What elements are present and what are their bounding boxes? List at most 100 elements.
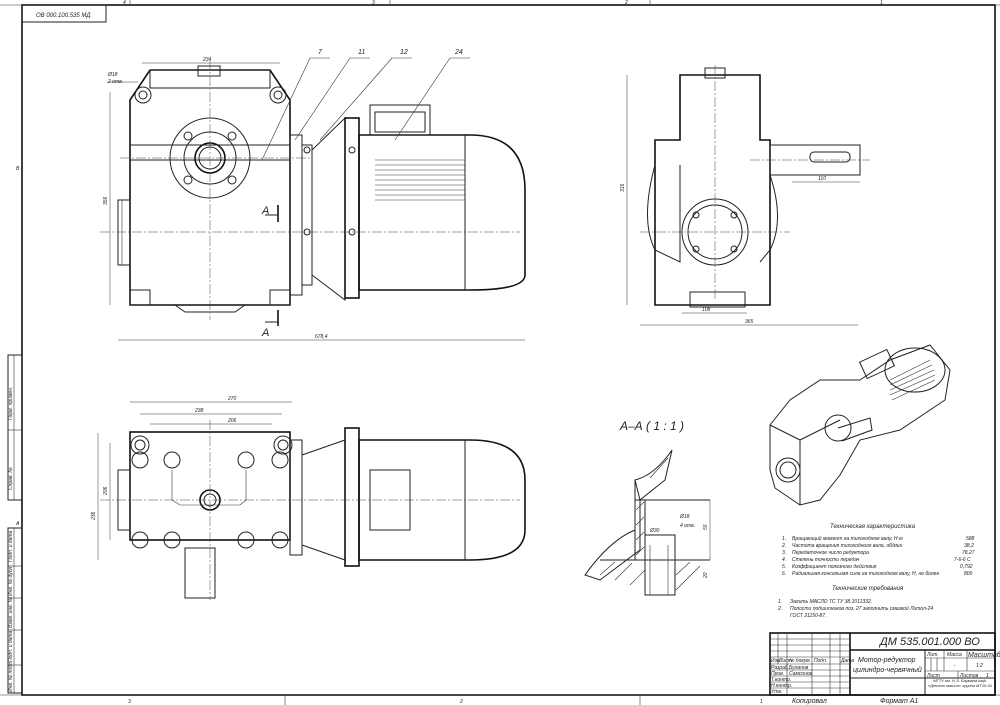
label-sheet-no: Лист xyxy=(926,673,940,679)
copied-label: Копировал xyxy=(792,698,827,705)
spec-num: 3. xyxy=(782,550,786,556)
dim-plan-h2: 236 xyxy=(91,511,97,521)
tech-specs-title: Техническая характеристика xyxy=(830,524,916,530)
scale-value: 1:2 xyxy=(976,663,983,669)
dim-front-width: 234 xyxy=(202,57,212,63)
spec-row: 3. Передаточное число редуктора 78,27 xyxy=(782,550,975,556)
req-num: 1. xyxy=(778,599,782,605)
side-strip-label: Перв. примен. xyxy=(8,387,14,420)
spec-label: Радиальная консольная сила на тихоходном… xyxy=(792,571,939,577)
dim-shaft-len: 110 xyxy=(818,176,826,182)
drawing-title-line2: цилиндро-червячный xyxy=(853,666,922,674)
title-block: Изм. Лист № докум. Подп. Дата Разраб. Бу… xyxy=(769,632,1000,696)
dim-plan-w2: 238 xyxy=(194,408,204,414)
spec-row: 2. Частота вращения тихоходного вала, об… xyxy=(781,543,974,549)
plan-dimensions: 270 238 206 206 236 xyxy=(91,396,292,560)
dim-side-height: 316 xyxy=(620,183,626,192)
dim-section-h2: 20 xyxy=(703,572,709,579)
tech-requirements: Технические требования 1. Залить МАСЛО Т… xyxy=(777,586,933,619)
label-ncontrol: Н.контр. xyxy=(771,683,792,689)
section-mark-a-top: A xyxy=(261,205,269,217)
spec-num: 6. xyxy=(782,571,786,577)
rotated-stamp-code: ОВ 000.100.535 МД xyxy=(36,13,91,19)
label-approved: Утв. xyxy=(771,689,782,695)
dim-section-d18: Ø18 xyxy=(679,514,690,520)
isometric-view xyxy=(769,344,951,506)
zone-label: 1 xyxy=(760,699,763,705)
dim-section-count: 4 отв. xyxy=(680,523,695,529)
dim-hole: Ø18 xyxy=(107,72,118,78)
spec-label: Степень точности передач xyxy=(792,557,860,563)
spec-num: 5. xyxy=(782,564,786,570)
req-text: ГОСТ 21150-87. xyxy=(790,613,826,619)
zone-label: 2 xyxy=(459,699,463,705)
zone-marks-bottom: 3 2 1 B A Копировал Формат А1 xyxy=(15,166,918,705)
zone-label: B xyxy=(16,166,20,172)
spec-label: Коэффициент полезного действия xyxy=(792,563,877,570)
front-dimensions: 234 Ø18 2 отв. 356 678,4 xyxy=(103,57,525,341)
side-strip-label: Взам. инв. № xyxy=(8,596,14,628)
label-sheets: Листов xyxy=(959,673,979,679)
stamp-code: ДМ 535.001.000 ВО xyxy=(878,636,980,648)
checker-name: Самсонов xyxy=(789,671,813,677)
organization: МГТУ им. Н.Э. Баумана каф. «Детали машин… xyxy=(927,679,993,688)
label-scale: Масштаб xyxy=(968,651,1000,659)
zone-label: 2 xyxy=(624,0,628,6)
dim-side-width: 365 xyxy=(745,319,754,325)
zone-marks-top: 4 3 2 1 xyxy=(123,0,883,6)
callout-label: 11 xyxy=(358,49,365,56)
side-strip-label: Инв. № дубл. xyxy=(8,565,14,596)
callout-label: 24 xyxy=(454,49,463,56)
section-view: Ø30 Ø18 4 отв. 55 20 xyxy=(584,449,711,596)
spec-value: 588 xyxy=(966,536,975,542)
dim-section-h: 55 xyxy=(703,524,709,530)
req-text: Полости подшипников поз. 27 заполнить см… xyxy=(790,605,933,612)
label-doc-no: № докум. xyxy=(789,658,811,664)
sheets-value: 1 xyxy=(986,673,989,679)
req-text: Залить МАСЛО ТС ТУ 38.1011332. xyxy=(790,599,872,605)
label-date: Дата xyxy=(840,658,854,664)
format-label: Формат А1 xyxy=(880,698,918,705)
req-num: 2. xyxy=(777,606,782,612)
section-mark-a-bottom: A xyxy=(261,327,269,339)
label-developer: Разраб. xyxy=(771,665,789,671)
spec-value: 0,792 xyxy=(960,564,973,570)
spec-num: 1. xyxy=(782,536,786,542)
spec-row: 5. Коэффициент полезного действия 0,792 xyxy=(782,563,973,570)
spec-value: 78,27 xyxy=(962,550,975,556)
zone-label: 1 xyxy=(880,0,883,6)
side-dimensions: 316 110 108 365 xyxy=(620,75,860,326)
spec-value: 800 xyxy=(964,571,973,577)
side-strip-label: Подп. и дата xyxy=(8,530,14,562)
tech-specs: Техническая характеристика 1. Вращающий … xyxy=(781,524,975,577)
dim-overall-length: 678,4 xyxy=(315,334,328,340)
developer-name: Буланов xyxy=(789,665,809,671)
section-title: А–А ( 1 : 1 ) xyxy=(619,419,684,433)
dim-plan-w1: 270 xyxy=(227,396,237,402)
plan-view xyxy=(100,420,526,600)
spec-row: 1. Вращающий момент на тихоходном валу, … xyxy=(782,535,975,542)
label-change: Изм. xyxy=(771,658,782,664)
spec-label: Передаточное число редуктора xyxy=(792,550,869,556)
side-strip: Перв. примен. Справ. № Подп. и дата Инв.… xyxy=(7,354,23,694)
zone-label: 4 xyxy=(123,0,126,6)
label-mass: Масса xyxy=(947,652,962,658)
dim-section-d30: Ø30 xyxy=(649,528,660,534)
mass-value: - xyxy=(954,663,956,669)
callouts: 7 11 12 24 xyxy=(261,49,470,161)
label-sheet: Лист xyxy=(778,658,792,664)
dim-plan-w3: 206 xyxy=(227,418,237,424)
spec-num: 4. xyxy=(782,557,786,563)
dim-hole-count: 2 отв. xyxy=(107,79,123,85)
zone-label: A xyxy=(15,521,20,527)
spec-value: 38,2 xyxy=(964,543,974,549)
rotated-code-box xyxy=(21,4,107,23)
zone-label: 3 xyxy=(372,0,375,6)
callout-label: 7 xyxy=(318,49,323,56)
callout-label: 12 xyxy=(400,49,408,56)
drawing-title-line1: Мотор-редуктор xyxy=(858,656,916,664)
organization-box: МГТУ им. Н.Э. Баумана каф. «Детали машин… xyxy=(927,679,993,688)
spec-label: Вращающий момент на тихоходном валу, Н·м xyxy=(792,535,903,542)
